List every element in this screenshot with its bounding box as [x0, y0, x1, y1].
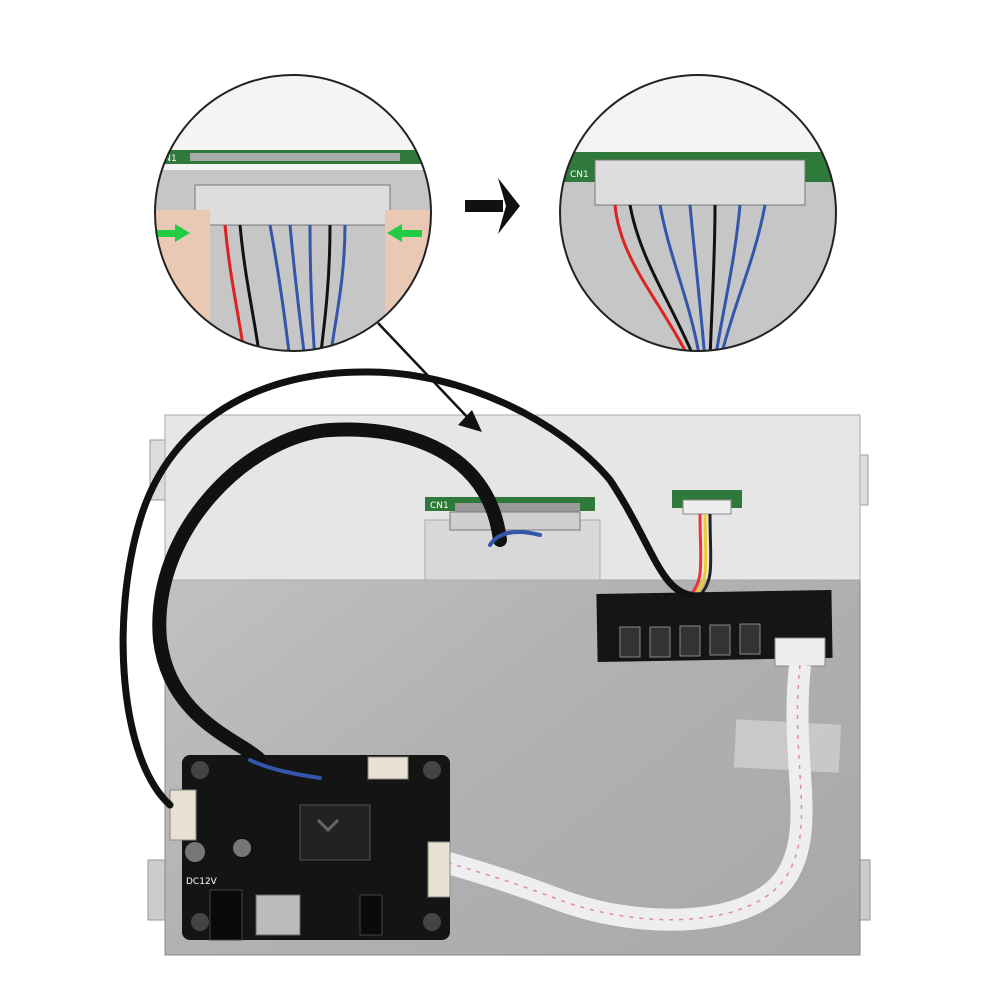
left-inset: CN1	[154, 74, 432, 352]
keypad-button-1[interactable]	[619, 626, 641, 658]
keypad-board	[596, 589, 833, 667]
panel-connector-cn1: CN1	[425, 497, 595, 531]
transition-arrow-icon	[465, 178, 520, 234]
hdmi-port[interactable]	[255, 894, 301, 936]
dc12v-label: DC12V	[186, 877, 218, 887]
controller-board: DC12V	[169, 755, 451, 941]
green-arrow-left-icon	[387, 224, 422, 242]
keypad-button-4[interactable]	[709, 624, 731, 656]
ribbon-cable-stripe	[444, 664, 803, 921]
inset-left-cn1-label: CN1	[158, 154, 177, 164]
keypad-button-2[interactable]	[649, 626, 671, 658]
board-connector-left	[169, 789, 197, 841]
cn1-label: CN1	[430, 501, 449, 511]
audio-jack	[359, 894, 383, 936]
backlight-connector	[672, 490, 742, 597]
board-connector-right	[427, 841, 451, 898]
inset-right-cn1-label: CN1	[570, 170, 589, 180]
right-inset: CN1	[559, 74, 837, 352]
green-arrow-right-icon	[155, 224, 190, 242]
lvds-cable	[119, 368, 694, 809]
main-chip	[299, 804, 371, 861]
board-connector-top	[367, 756, 409, 780]
dc-jack[interactable]	[209, 889, 243, 941]
keypad-button-5[interactable]	[739, 623, 761, 655]
pointer-arrow	[377, 322, 482, 432]
keypad-button-3[interactable]	[679, 625, 701, 657]
